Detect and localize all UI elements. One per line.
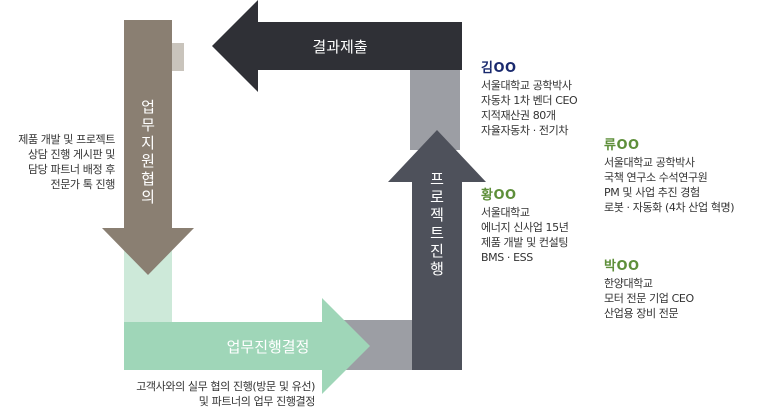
- support-label-char-5: 협: [141, 170, 155, 188]
- project-arrow: [388, 130, 486, 370]
- project-label-char-3: 젝: [430, 206, 444, 224]
- person-name: 황OO: [481, 188, 517, 203]
- project-label-char-6: 행: [430, 260, 444, 278]
- left-note: 제품 개발 및 프로젝트 상담 진행 게시판 및 담당 파트너 배정 후 전문가…: [18, 132, 115, 192]
- person-detail: 자율자동차 · 전기차: [481, 124, 569, 137]
- person-detail: BMS · ESS: [481, 251, 533, 264]
- support-label-char-3: 지: [141, 134, 155, 152]
- person-card-park: 박OO 한양대학교 모터 전문 기업 CEO 산업용 장비 전문: [604, 258, 694, 321]
- support-label-char-4: 원: [141, 152, 155, 170]
- person-card-hwang: 황OO 서울대학교 에너지 신사업 15년 제품 개발 및 컨설팅 BMS · …: [481, 187, 569, 265]
- person-card-ryu: 류OO 서울대학교 공학박사 국책 연구소 수석연구원 PM 및 사업 추진 경…: [604, 137, 735, 215]
- person-detail: PM 및 사업 추진 경험: [604, 186, 700, 199]
- support-arrow-label: 업 무 지 원 협 의: [141, 98, 155, 206]
- person-detail: 로봇 · 자동화 (4차 산업 혁명): [604, 201, 735, 214]
- person-detail: 제품 개발 및 컨설팅: [481, 236, 569, 249]
- person-detail: 산업용 장비 전문: [604, 307, 679, 320]
- person-name: 박OO: [604, 259, 640, 274]
- result-arrow: [212, 0, 462, 92]
- support-label-char-1: 업: [141, 98, 155, 116]
- person-detail: 국책 연구소 수석연구원: [604, 171, 708, 184]
- left-note-line: 제품 개발 및 프로젝트: [18, 133, 115, 146]
- project-label-char-4: 트: [430, 224, 444, 242]
- person-name: 김OO: [481, 61, 517, 76]
- left-note-line: 상담 진행 게시판 및: [27, 148, 115, 161]
- bottom-note-line: 및 파트너의 업무 진행결정: [198, 395, 316, 408]
- person-detail: 자동차 1차 벤더 CEO: [481, 94, 578, 107]
- project-arrow-label: 프 로 젝 트 진 행: [430, 170, 444, 278]
- support-arrow: [102, 20, 194, 275]
- person-detail: 서울대학교 공학박사: [481, 79, 572, 92]
- decision-arrow: [124, 298, 370, 394]
- person-detail: 서울대학교: [481, 206, 530, 219]
- person-detail: 한양대학교: [604, 277, 653, 290]
- person-name: 류OO: [604, 138, 640, 153]
- project-label-char-1: 프: [430, 170, 444, 188]
- left-note-line: 전문가 톡 진행: [50, 178, 115, 191]
- project-label-char-5: 진: [430, 242, 444, 260]
- bottom-note: 고객사와의 실무 협의 진행(방문 및 유선) 및 파트너의 업무 진행결정: [136, 379, 315, 409]
- decision-arrow-label: 업무진행결정: [227, 338, 310, 356]
- support-label-char-6: 의: [141, 188, 155, 206]
- person-detail: 모터 전문 기업 CEO: [604, 292, 694, 305]
- left-note-line: 담당 파트너 배정 후: [27, 163, 115, 176]
- project-label-char-2: 로: [430, 188, 444, 206]
- bottom-note-line: 고객사와의 실무 협의 진행(방문 및 유선): [136, 380, 315, 393]
- person-card-kim: 김OO 서울대학교 공학박사 자동차 1차 벤더 CEO 지적재산권 80개 자…: [481, 60, 578, 138]
- support-label-char-2: 무: [141, 116, 155, 134]
- person-detail: 서울대학교 공학박사: [604, 156, 695, 169]
- result-arrow-label: 결과제출: [312, 38, 367, 56]
- person-detail: 지적재산권 80개: [481, 109, 556, 122]
- person-detail: 에너지 신사업 15년: [481, 221, 569, 234]
